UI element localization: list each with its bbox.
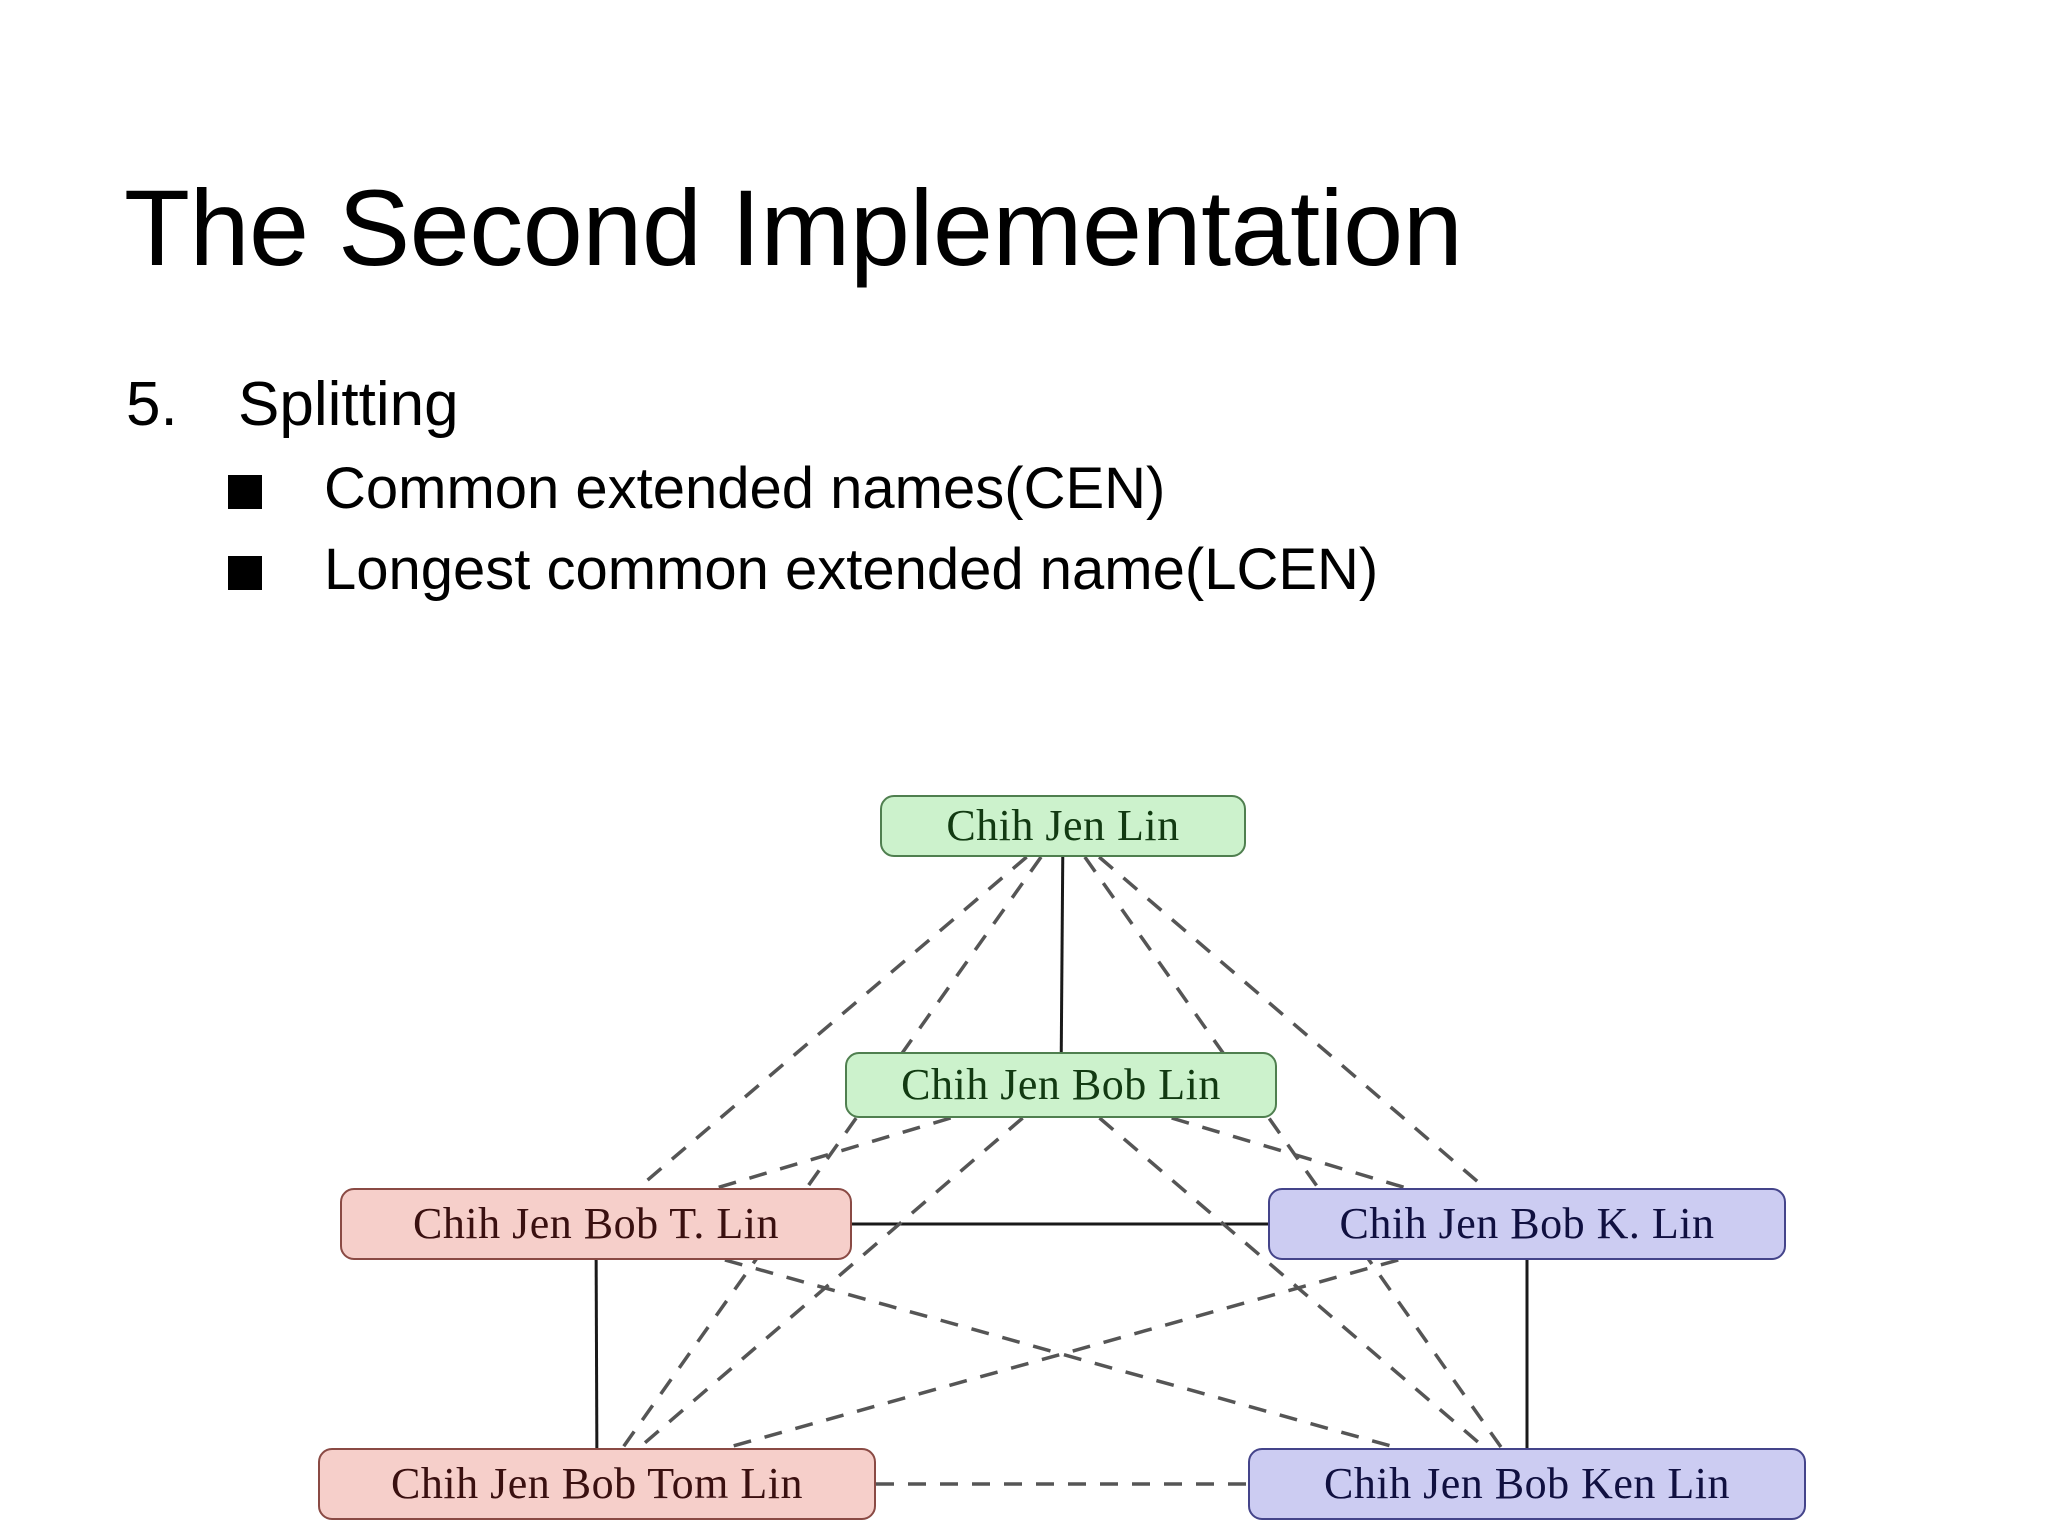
diagram-node-cjl[interactable]: Chih Jen Lin	[880, 795, 1246, 857]
diagram-node-label: Chih Jen Bob Ken Lin	[1324, 1459, 1730, 1508]
diagram-edge-cjl-cjbl	[1059, 856, 1065, 1053]
diagram-edge-cjbklin-cjbtomlin	[725, 1258, 1399, 1450]
list-item-level2-label: Longest common extended name(LCEN)	[324, 537, 1379, 603]
list-item-level1: 5. Splitting	[0, 370, 2048, 439]
square-bullet-icon	[228, 474, 262, 509]
diagram-edge-cjbtlin-cjbkenlin	[724, 1258, 1399, 1450]
diagram-edge-cjbtlin-cjbtomlin	[594, 1259, 599, 1449]
diagram-edge-cjbl-cjbtomlin	[637, 1116, 1024, 1450]
diagram-node-label: Chih Jen Bob Lin	[901, 1060, 1221, 1109]
diagram-node-label: Chih Jen Bob K. Lin	[1339, 1199, 1715, 1248]
diagram-edge-cjbl-cjbkenlin	[1098, 1116, 1487, 1450]
page-title: The Second Implementation	[124, 167, 1463, 289]
diagram-edge-cjbl-cjbtlin	[715, 1116, 952, 1190]
diagram-edge-cjl-cjbkenlin	[1083, 855, 1504, 1450]
diagram-edge-cjl-cjbtlin	[637, 855, 1028, 1190]
diagram-node-label: Chih Jen Bob Tom Lin	[391, 1459, 803, 1508]
diagram-node-cjbl[interactable]: Chih Jen Bob Lin	[845, 1052, 1277, 1118]
list-item-level2: Longest common extended name(LCEN)	[0, 537, 2048, 603]
content-outline: 5. Splitting Common extended names(CEN) …	[0, 370, 2048, 619]
list-item-level1-label: Splitting	[238, 370, 459, 439]
diagram-node-cjbtomlin[interactable]: Chih Jen Bob Tom Lin	[318, 1448, 876, 1520]
diagram-node-label: Chih Jen Bob T. Lin	[413, 1199, 779, 1248]
diagram-node-cjbklin[interactable]: Chih Jen Bob K. Lin	[1268, 1188, 1786, 1260]
list-item-level2-label: Common extended names(CEN)	[324, 456, 1166, 522]
list-item-level2: Common extended names(CEN)	[0, 456, 2048, 522]
diagram-node-cjbtlin[interactable]: Chih Jen Bob T. Lin	[340, 1188, 852, 1260]
list-number-marker: 5.	[126, 370, 178, 439]
diagram-node-label: Chih Jen Lin	[946, 801, 1180, 850]
diagram-edge-cjbl-cjbklin	[1171, 1116, 1407, 1190]
diagram-edge-cjl-cjbtomlin	[621, 855, 1043, 1450]
square-bullet-icon	[228, 555, 262, 590]
diagram-edge-cjl-cjbklin	[1098, 855, 1487, 1190]
diagram-node-cjbkenlin[interactable]: Chih Jen Bob Ken Lin	[1248, 1448, 1806, 1520]
